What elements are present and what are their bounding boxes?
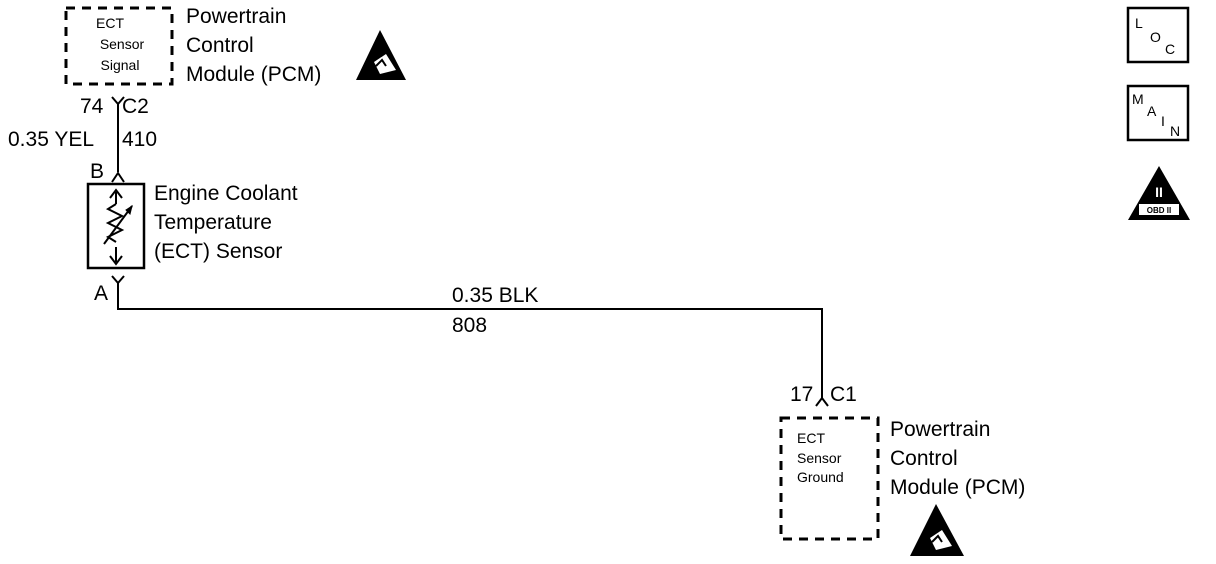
pcm-bottom-module-line-1: Powertrain [890,418,990,441]
sensor-name-line-3: (ECT) Sensor [154,240,282,263]
pcm-bottom-module-line-2: Control [890,447,958,470]
pcm-bottom-connector: C1 [830,383,857,406]
pcm-bottom-box-line-1: ECT [797,430,825,446]
sensor-name-line-1: Engine Coolant [154,182,298,205]
pcm-bottom-pin: 17 [790,383,813,406]
pcm-top: ECT Sensor Signal Powertrain Control Mod… [64,5,406,118]
esd-warning-icon [910,504,964,556]
pcm-bottom-module-line-3: Module (PCM) [890,476,1025,499]
pcm-top-dashed-box [64,6,174,86]
ground-wire [117,283,823,398]
sensor-pin-b: B [90,160,104,183]
pcm-bottom-terminal [815,396,829,407]
pcm-top-box-line-3: Signal [101,57,140,73]
pcm-bottom-dashed-box [779,416,880,541]
main-letter-m: M [1132,91,1144,107]
main-icon[interactable]: M A I N [1126,84,1190,142]
sensor-terminal-b [111,171,125,183]
main-letter-a: A [1147,103,1157,119]
esd-warning-icon [356,30,406,80]
loc-letter-c: C [1165,41,1175,57]
ect-sensor: B Engine Coolant Temperature (ECT) Senso… [86,160,298,305]
main-letter-i: I [1161,113,1165,129]
ground-wire-circuit: 808 [452,314,487,337]
pcm-top-box-line-2: Sensor [100,36,145,52]
pcm-top-module-line-3: Module (PCM) [186,63,321,86]
location-icon[interactable]: L O C [1126,6,1190,64]
signal-wire-size-color: 0.35 YEL [8,128,94,151]
pcm-top-box-line-1: ECT [96,15,124,31]
loc-letter-o: O [1150,29,1161,45]
pcm-top-module-line-2: Control [186,34,254,57]
obd-label: OBD II [1147,206,1171,215]
pcm-bottom-box-line-2: Sensor [797,450,842,466]
pcm-top-connector: C2 [122,95,149,118]
pcm-bottom-box-line-3: Ground [797,469,844,485]
signal-wire-circuit: 410 [122,128,157,151]
pcm-bottom: 17 C1 ECT Sensor Ground Powertrain Contr… [779,383,1025,556]
ground-wire-size-color: 0.35 BLK [452,284,538,307]
obd-numeral: II [1155,184,1163,200]
sensor-name-line-2: Temperature [154,211,272,234]
loc-letter-l: L [1135,15,1143,31]
sensor-pin-a: A [94,282,108,305]
pcm-top-module-line-1: Powertrain [186,5,286,28]
sensor-terminal-a [111,275,125,285]
pcm-top-pin: 74 [80,95,104,118]
main-letter-n: N [1170,123,1180,139]
obd-ii-icon[interactable]: II OBD II [1128,166,1190,220]
thermistor-symbol [103,188,133,266]
